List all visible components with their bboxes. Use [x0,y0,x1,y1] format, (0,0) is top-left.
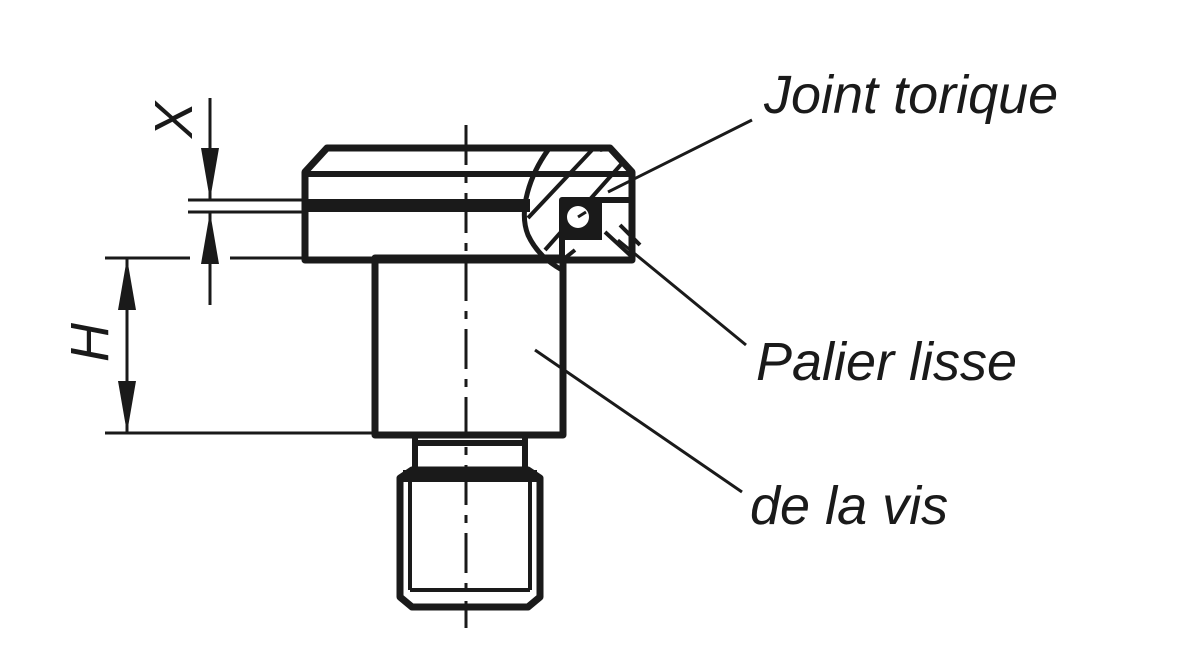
thread [396,435,544,611]
dimension-h: H [60,256,375,435]
leader-o-ring [607,118,753,194]
leader-bearing [617,238,747,347]
shaft [371,254,567,439]
label-bearing: Palier lisse [756,332,1017,392]
leader-screw [534,348,743,494]
label-screw: de la vis [750,476,948,536]
dimension-x: X [144,98,305,305]
label-o-ring: Joint torique [763,65,1058,125]
dimension-x-label: X [144,100,204,140]
dimension-h-label: H [60,322,120,362]
